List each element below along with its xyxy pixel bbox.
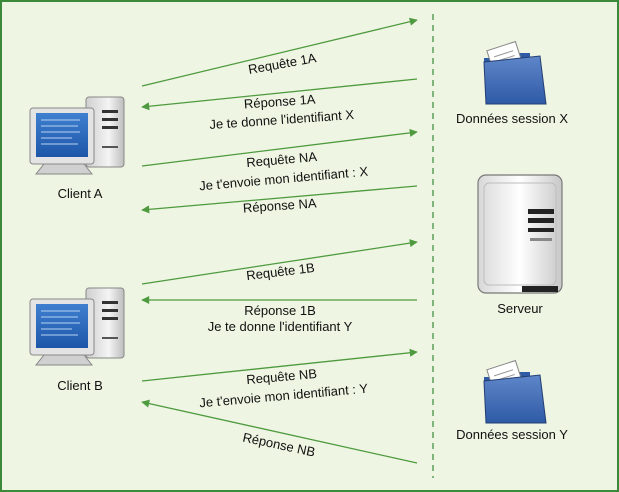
client-b-label: Client B — [57, 378, 103, 393]
session-x-label: Données session X — [456, 111, 568, 126]
folder-icon — [483, 359, 547, 424]
computer-icon — [29, 96, 125, 175]
arrow-requete-1b — [141, 239, 418, 285]
client-a-computer — [29, 96, 125, 175]
label-reponse-1a: Réponse 1A — [243, 92, 316, 112]
arrow-requete-1a — [141, 17, 418, 87]
session-y-label: Données session Y — [456, 427, 568, 442]
server-icon — [477, 174, 563, 294]
arrow-requete-nb — [141, 348, 418, 382]
client-a-label: Client A — [58, 186, 103, 201]
label-requete-na: Requête NA — [246, 149, 318, 170]
message-arrows — [141, 17, 418, 464]
session-x-folder — [483, 40, 547, 105]
arrow-requete-na — [141, 128, 418, 167]
arrow-reponse-na — [141, 185, 418, 214]
label-reponse-1b-detail: Je te donne l'identifiant Y — [208, 319, 353, 334]
arrow-reponse-1a — [141, 78, 418, 111]
label-requete-nb: Requête NB — [246, 366, 318, 387]
arrow-reponse-nb — [141, 399, 418, 464]
server-label: Serveur — [497, 301, 543, 316]
session-y-folder — [483, 359, 547, 424]
computer-icon — [29, 287, 125, 366]
server-tower — [477, 174, 563, 294]
label-reponse-na: Réponse NA — [242, 195, 317, 215]
label-reponse-1b: Réponse 1B — [244, 303, 316, 318]
client-b-computer — [29, 287, 125, 366]
folder-icon — [483, 40, 547, 105]
